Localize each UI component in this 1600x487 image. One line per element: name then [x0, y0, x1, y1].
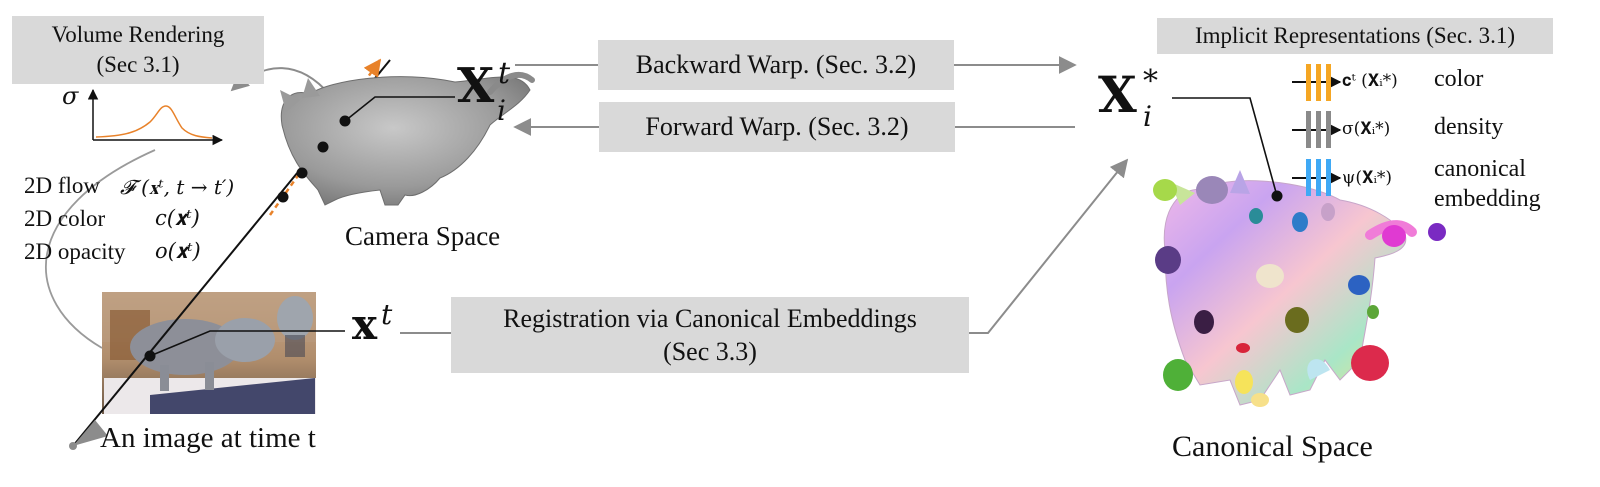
ray-sample-2 [296, 167, 308, 179]
canonical-point-sup: * [1143, 64, 1158, 99]
pixel-leader [149, 330, 345, 357]
density-bar-3 [1326, 111, 1331, 148]
implicit-representations-label: Implicit Representations (Sec. 3.1) [1194, 23, 1515, 48]
color-label: 2D color [24, 206, 106, 231]
out-color-expr: 𝐜ᵗ (𝐗ᵢ*) [1342, 71, 1398, 91]
ray-direction-arrow [268, 58, 382, 216]
pixel-main: x [352, 300, 378, 349]
camera-point-sup: t [498, 56, 511, 91]
camera-space-cat [280, 71, 535, 206]
pixel-symbol: x [352, 304, 377, 346]
camera-point-main: X [457, 58, 495, 114]
embedding-output [1292, 159, 1342, 196]
forward-warp-label: Forward Warp. (Sec. 3.2) [645, 112, 909, 141]
color-bar-1 [1306, 64, 1311, 101]
pixel-sup: t [381, 298, 393, 331]
out-density-name: density [1434, 114, 1504, 140]
backward-warp-label: Backward Warp. (Sec. 3.2) [635, 50, 917, 79]
out-embed-name-2: embedding [1434, 186, 1541, 212]
flow-expr: 𝓕 (𝐱ᵗ, t → t′) [120, 175, 235, 199]
color-bar-3 [1326, 64, 1331, 101]
ray-sample-1 [277, 191, 289, 203]
input-image [102, 292, 316, 414]
registration-sec: (Sec 3.3) [663, 337, 757, 366]
camera-point-sub: i [497, 94, 506, 127]
backward-warp-box: Backward Warp. (Sec. 3.2) [598, 40, 954, 90]
out-density-expr: σ(𝐗ᵢ*) [1342, 119, 1391, 139]
camera-center [69, 442, 77, 450]
density-plot [87, 88, 224, 146]
sigma-axis-label: σ [62, 82, 79, 110]
embed-bar-2 [1316, 159, 1321, 196]
opacity-label: 2D opacity [24, 239, 126, 264]
canonical-leader [1172, 97, 1278, 197]
image-at-time-label: An image at time t [100, 422, 316, 454]
forward-warp-box: Forward Warp. (Sec. 3.2) [599, 102, 955, 152]
canonical-point-main: X [1098, 65, 1137, 124]
color-expr: c(𝐱ᵗ) [155, 206, 200, 230]
registration-label: Registration via Canonical Embeddings [503, 304, 917, 333]
embed-bar-3 [1326, 159, 1331, 196]
gaussian-blobs [1153, 176, 1446, 407]
embed-bar-1 [1306, 159, 1311, 196]
out-embed-expr: ψ(𝐗ᵢ*) [1342, 168, 1392, 188]
camera-frustum-icon [73, 420, 108, 446]
ray-sample-3 [317, 141, 329, 153]
density-output [1292, 111, 1342, 148]
canonical-space-label: Canonical Space [1172, 430, 1373, 463]
color-output [1292, 64, 1342, 101]
volume-rendering-label: Volume Rendering [51, 22, 225, 47]
density-curve [95, 105, 213, 139]
image-to-outputs-arc [45, 149, 156, 349]
out-embed-name-1: canonical [1434, 156, 1526, 182]
color-bar-2 [1316, 64, 1321, 101]
volume-rendering-sec: (Sec 3.1) [96, 52, 180, 77]
out-color-name: color [1434, 66, 1484, 92]
density-bar-1 [1306, 111, 1311, 148]
opacity-expr: o(𝐱ᵗ) [155, 239, 201, 263]
canonical-point-symbol: X [1098, 70, 1137, 120]
canonical-point-sub: i [1143, 100, 1152, 133]
sample-leader [344, 96, 455, 122]
camera-point-symbol: X [457, 62, 494, 110]
density-bar-2 [1316, 111, 1321, 148]
implicit-representations-box: Implicit Representations (Sec. 3.1) [1157, 18, 1553, 54]
volume-rendering-box: Volume Rendering (Sec 3.1) [12, 16, 264, 84]
camera-space-label: Camera Space [345, 221, 501, 251]
registration-box: Registration via Canonical Embeddings (S… [451, 297, 969, 373]
flow-label: 2D flow [24, 173, 101, 198]
